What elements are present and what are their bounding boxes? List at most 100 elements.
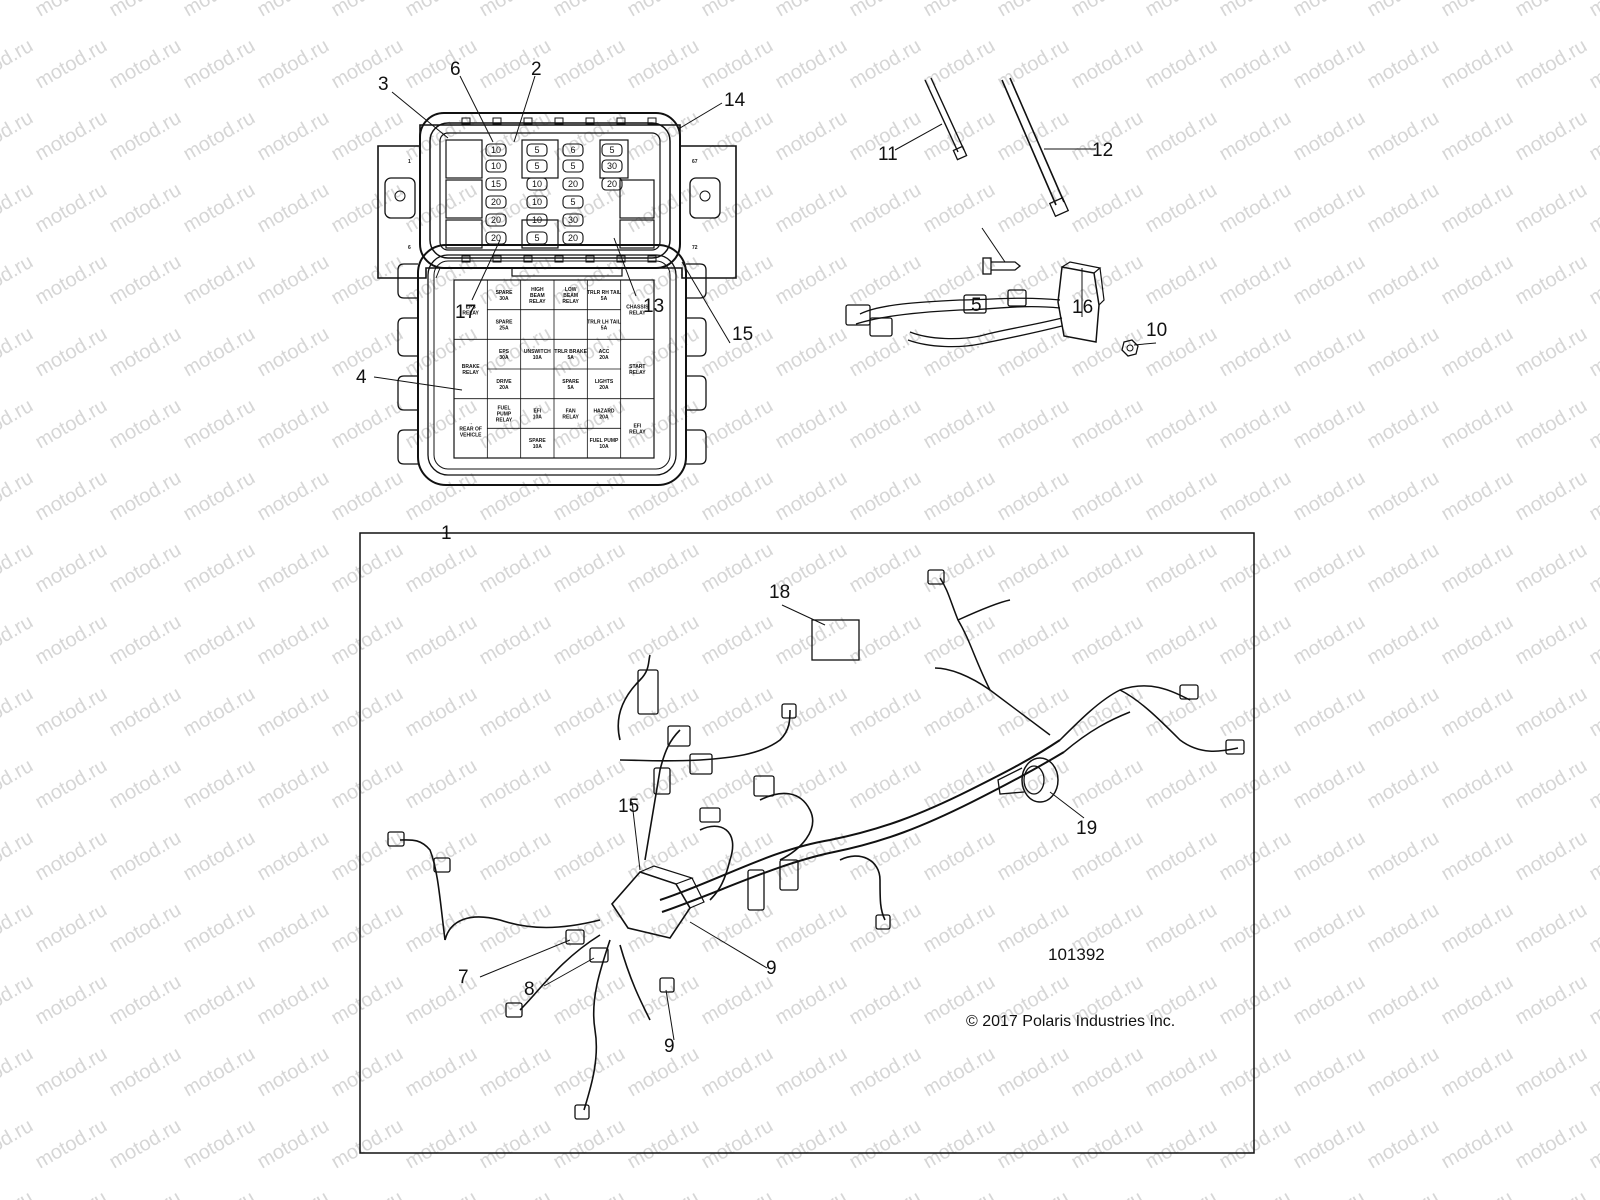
watermark-text: motod.ru [0, 971, 37, 1030]
watermark-text: motod.ru [1067, 683, 1146, 742]
watermark-text: motod.ru [697, 539, 776, 598]
cover-label-text: 10A [533, 444, 543, 450]
watermark-text: motod.ru [179, 35, 258, 94]
watermark-text: motod.ru [549, 539, 628, 598]
watermark-text: motod.ru [845, 395, 924, 454]
watermark-text: motod.ru [253, 971, 332, 1030]
watermark-text: motod.ru [549, 611, 628, 670]
watermark-text: motod.ru [1141, 899, 1220, 958]
watermark-text: motod.ru [31, 1115, 110, 1174]
watermark-text: motod.ru [0, 611, 37, 670]
watermark-text: motod.ru [0, 1043, 37, 1102]
cover-label-text: 10A [533, 415, 543, 421]
cover-label-text: EPS [499, 349, 510, 355]
watermark-text: motod.ru [31, 107, 110, 166]
watermark-text: motod.ru [919, 323, 998, 382]
watermark-text: motod.ru [1067, 35, 1146, 94]
watermark-text: motod.ru [1289, 1187, 1368, 1200]
watermark-text: motod.ru [919, 539, 998, 598]
callout-19: 19 [1076, 818, 1097, 839]
watermark-text: motod.ru [327, 755, 406, 814]
watermark-text: motod.ru [1437, 683, 1516, 742]
cover-label-text: 5A [567, 355, 574, 361]
watermark-text: motod.ru [1363, 251, 1442, 310]
watermark-text: motod.ru [1585, 971, 1600, 1030]
watermark-text: motod.ru [1215, 1115, 1294, 1174]
watermark-text: motod.ru [105, 899, 184, 958]
watermark-text: motod.ru [1289, 755, 1368, 814]
watermark-text: motod.ru [845, 971, 924, 1030]
watermark-text: motod.ru [179, 467, 258, 526]
watermark-text: motod.ru [1289, 1115, 1368, 1174]
watermark-text: motod.ru [0, 539, 37, 598]
watermark-text: motod.ru [771, 683, 850, 742]
watermark-text: motod.ru [1363, 611, 1442, 670]
fuse-rating: 5 [534, 145, 539, 155]
fuse-rating: 10 [532, 197, 542, 207]
watermark-text: motod.ru [1141, 755, 1220, 814]
watermark-text: motod.ru [1141, 395, 1220, 454]
callout-18: 18 [769, 582, 790, 603]
watermark-text: motod.ru [105, 0, 184, 21]
watermark-text: motod.ru [697, 467, 776, 526]
fuse-rating: 5 [534, 161, 539, 171]
cover-label-text: EFI [633, 423, 641, 429]
terminal-mark-6: 6 [408, 245, 411, 251]
watermark-text: motod.ru [845, 179, 924, 238]
watermark-text: motod.ru [1585, 251, 1600, 310]
watermark-text: motod.ru [1437, 323, 1516, 382]
watermark-text: motod.ru [1289, 1043, 1368, 1102]
watermark-text: motod.ru [1437, 251, 1516, 310]
watermark-text: motod.ru [919, 395, 998, 454]
watermark-text: motod.ru [1215, 1187, 1294, 1200]
watermark-text: motod.ru [845, 1115, 924, 1174]
watermark-text: motod.ru [401, 1043, 480, 1102]
fuse-rating: 20 [491, 197, 501, 207]
watermark-text: motod.ru [1363, 1043, 1442, 1102]
watermark-text: motod.ru [253, 107, 332, 166]
cover-label-text: DRIVE [496, 379, 512, 385]
watermark-text: motod.ru [1289, 179, 1368, 238]
fuse-rating: 20 [491, 233, 501, 243]
watermark-text: motod.ru [549, 0, 628, 21]
watermark-text: motod.ru [0, 827, 37, 886]
watermark-text: motod.ru [1141, 107, 1220, 166]
fuse-slot [562, 143, 584, 157]
watermark-text: motod.ru [1289, 539, 1368, 598]
cover-label-text: ACC [599, 349, 610, 355]
callout-15-cover: 15 [732, 324, 753, 345]
watermark-text: motod.ru [549, 683, 628, 742]
watermark-text: motod.ru [1215, 107, 1294, 166]
watermark-text: motod.ru [105, 683, 184, 742]
watermark-text: motod.ru [179, 251, 258, 310]
watermark-text: motod.ru [919, 683, 998, 742]
callout-17: 17 [455, 302, 476, 323]
watermark-text: motod.ru [1215, 899, 1294, 958]
watermark-text: motod.ru [1289, 35, 1368, 94]
watermark-text: motod.ru [919, 179, 998, 238]
watermark-text: motod.ru [549, 1115, 628, 1174]
watermark-text: motod.ru [1289, 683, 1368, 742]
watermark-text: motod.ru [1363, 683, 1442, 742]
watermark-text: motod.ru [771, 1043, 850, 1102]
watermark-text: motod.ru [1215, 467, 1294, 526]
watermark-text: motod.ru [1141, 35, 1220, 94]
watermark-text: motod.ru [31, 179, 110, 238]
watermark-text: motod.ru [179, 1187, 258, 1200]
watermark-text: motod.ru [1363, 467, 1442, 526]
callout-5: 5 [971, 295, 982, 316]
watermark-text: motod.ru [697, 899, 776, 958]
watermark-text: motod.ru [475, 1187, 554, 1200]
watermark-text: motod.ru [327, 0, 406, 21]
watermark-text: motod.ru [0, 683, 37, 742]
watermark-text: motod.ru [697, 971, 776, 1030]
fuse-rating: 30 [607, 161, 617, 171]
watermark-text: motod.ru [327, 35, 406, 94]
watermark-text: motod.ru [1585, 35, 1600, 94]
watermark-text: motod.ru [1215, 971, 1294, 1030]
cover-label-text: REAR OF [459, 426, 482, 432]
watermark-text: motod.ru [327, 323, 406, 382]
watermark-text: motod.ru [1585, 755, 1600, 814]
callout-11: 11 [878, 144, 898, 165]
